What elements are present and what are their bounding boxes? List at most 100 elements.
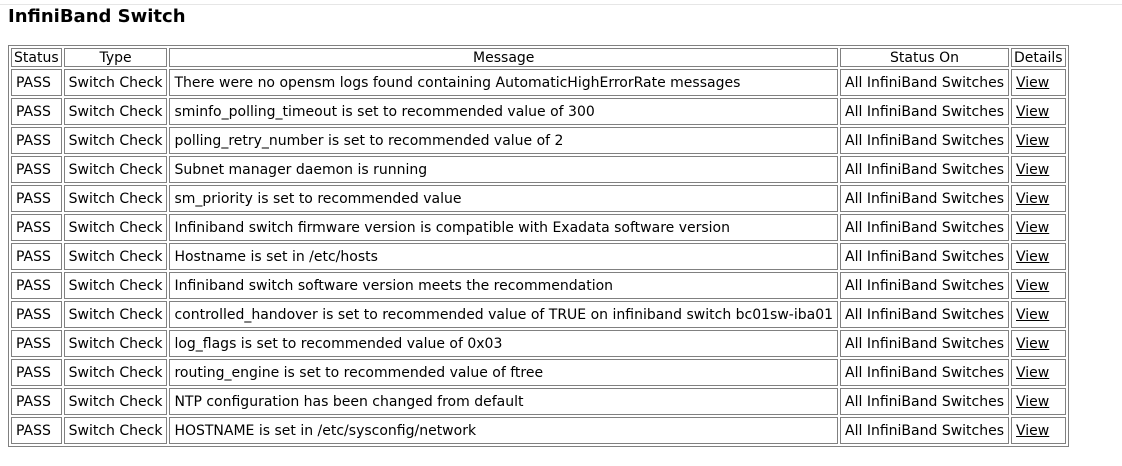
status-cell: PASS xyxy=(11,330,62,357)
message-cell: log_flags is set to recommended value of… xyxy=(169,330,839,357)
status-on-cell: All InfiniBand Switches xyxy=(840,330,1010,357)
details-cell: View xyxy=(1011,301,1066,328)
details-cell: View xyxy=(1011,359,1066,386)
view-details-link[interactable]: View xyxy=(1016,74,1050,91)
status-cell: PASS xyxy=(11,272,62,299)
status-cell: PASS xyxy=(11,301,62,328)
type-cell: Switch Check xyxy=(63,214,168,241)
status-cell: PASS xyxy=(11,359,62,386)
type-cell: Switch Check xyxy=(63,69,168,96)
details-cell: View xyxy=(1011,156,1066,183)
type-cell: Switch Check xyxy=(63,330,168,357)
status-on-cell: All InfiniBand Switches xyxy=(840,359,1010,386)
status-on-cell: All InfiniBand Switches xyxy=(840,272,1010,299)
header-message: Message xyxy=(169,48,839,67)
view-details-link[interactable]: View xyxy=(1016,306,1050,323)
message-cell: sminfo_polling_timeout is set to recomme… xyxy=(169,98,839,125)
message-cell: sm_priority is set to recommended value xyxy=(169,185,839,212)
details-cell: View xyxy=(1011,98,1066,125)
status-cell: PASS xyxy=(11,185,62,212)
details-cell: View xyxy=(1011,330,1066,357)
type-cell: Switch Check xyxy=(63,98,168,125)
status-on-cell: All InfiniBand Switches xyxy=(840,156,1010,183)
view-details-link[interactable]: View xyxy=(1016,393,1050,410)
header-type: Type xyxy=(63,48,168,67)
type-cell: Switch Check xyxy=(63,359,168,386)
details-cell: View xyxy=(1011,388,1066,415)
status-cell: PASS xyxy=(11,417,62,444)
status-cell: PASS xyxy=(11,243,62,270)
type-cell: Switch Check xyxy=(63,301,168,328)
top-divider xyxy=(0,4,1122,5)
type-cell: Switch Check xyxy=(63,417,168,444)
message-cell: NTP configuration has been changed from … xyxy=(169,388,839,415)
status-on-cell: All InfiniBand Switches xyxy=(840,69,1010,96)
status-on-cell: All InfiniBand Switches xyxy=(840,243,1010,270)
type-cell: Switch Check xyxy=(63,388,168,415)
status-cell: PASS xyxy=(11,214,62,241)
status-on-cell: All InfiniBand Switches xyxy=(840,417,1010,444)
type-cell: Switch Check xyxy=(63,272,168,299)
view-details-link[interactable]: View xyxy=(1016,219,1050,236)
table-header-row: Status Type Message Status On Details xyxy=(11,48,1066,67)
details-cell: View xyxy=(1011,417,1066,444)
status-on-cell: All InfiniBand Switches xyxy=(840,301,1010,328)
details-cell: View xyxy=(1011,272,1066,299)
message-cell: polling_retry_number is set to recommend… xyxy=(169,127,839,154)
type-cell: Switch Check xyxy=(63,127,168,154)
details-cell: View xyxy=(1011,185,1066,212)
infiniband-switch-results-table: Status Type Message Status On Details PA… xyxy=(8,45,1069,447)
status-on-cell: All InfiniBand Switches xyxy=(840,98,1010,125)
details-cell: View xyxy=(1011,69,1066,96)
message-cell: There were no opensm logs found containi… xyxy=(169,69,839,96)
header-status: Status xyxy=(11,48,62,67)
header-details: Details xyxy=(1011,48,1066,67)
type-cell: Switch Check xyxy=(63,156,168,183)
message-cell: HOSTNAME is set in /etc/sysconfig/networ… xyxy=(169,417,839,444)
details-cell: View xyxy=(1011,243,1066,270)
status-on-cell: All InfiniBand Switches xyxy=(840,214,1010,241)
status-on-cell: All InfiniBand Switches xyxy=(840,185,1010,212)
type-cell: Switch Check xyxy=(63,185,168,212)
section-title: InfiniBand Switch xyxy=(8,6,186,27)
message-cell: controlled_handover is set to recommende… xyxy=(169,301,839,328)
message-cell: routing_engine is set to recommended val… xyxy=(169,359,839,386)
view-details-link[interactable]: View xyxy=(1016,190,1050,207)
details-cell: View xyxy=(1011,127,1066,154)
status-on-cell: All InfiniBand Switches xyxy=(840,388,1010,415)
status-cell: PASS xyxy=(11,388,62,415)
view-details-link[interactable]: View xyxy=(1016,248,1050,265)
status-cell: PASS xyxy=(11,69,62,96)
status-cell: PASS xyxy=(11,156,62,183)
type-cell: Switch Check xyxy=(63,243,168,270)
view-details-link[interactable]: View xyxy=(1016,103,1050,120)
view-details-link[interactable]: View xyxy=(1016,364,1050,381)
view-details-link[interactable]: View xyxy=(1016,132,1050,149)
view-details-link[interactable]: View xyxy=(1016,161,1050,178)
view-details-link[interactable]: View xyxy=(1016,335,1050,352)
message-cell: Hostname is set in /etc/hosts xyxy=(169,243,839,270)
status-on-cell: All InfiniBand Switches xyxy=(840,127,1010,154)
status-cell: PASS xyxy=(11,98,62,125)
message-cell: Infiniband switch software version meets… xyxy=(169,272,839,299)
header-status-on: Status On xyxy=(840,48,1010,67)
status-cell: PASS xyxy=(11,127,62,154)
details-cell: View xyxy=(1011,214,1066,241)
message-cell: Infiniband switch firmware version is co… xyxy=(169,214,839,241)
view-details-link[interactable]: View xyxy=(1016,422,1050,439)
view-details-link[interactable]: View xyxy=(1016,277,1050,294)
